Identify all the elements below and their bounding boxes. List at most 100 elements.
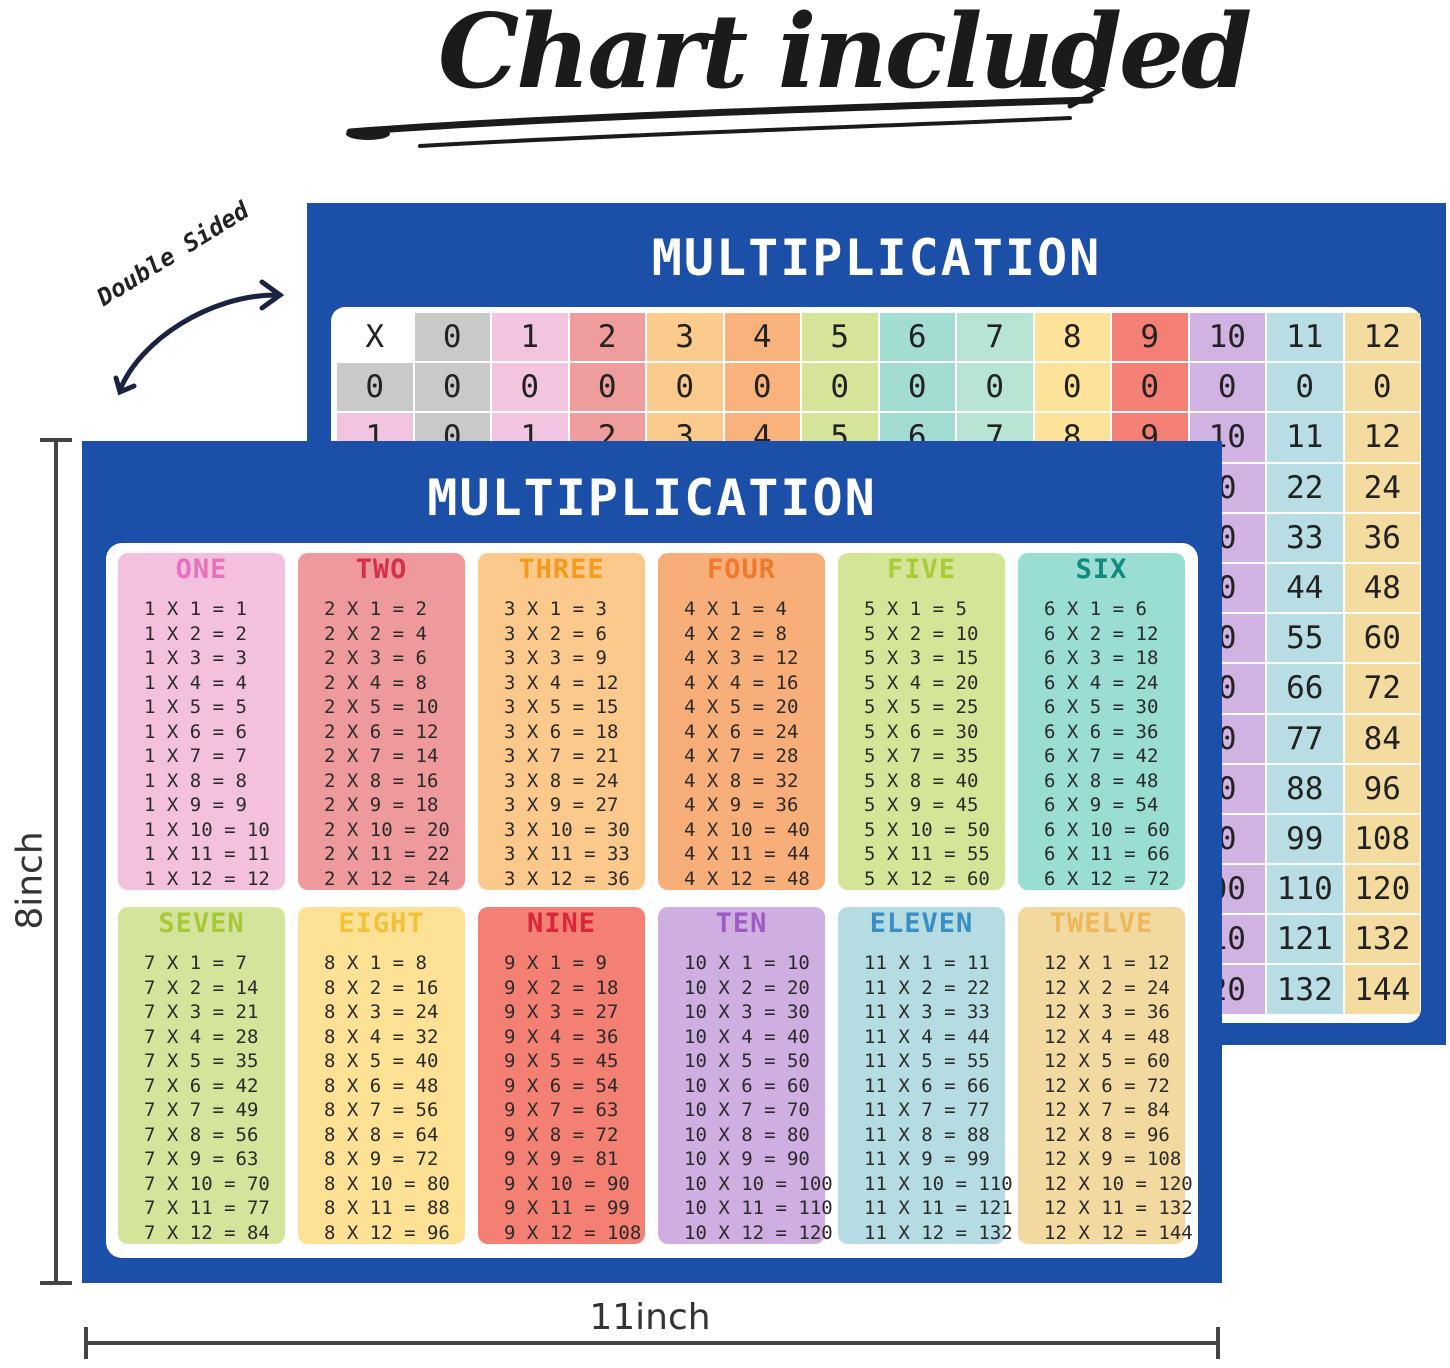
equation-line: 3 X 9 = 27 bbox=[504, 794, 619, 816]
width-dimension-cap-left bbox=[84, 1327, 88, 1359]
grid-header-cell: 4 bbox=[724, 313, 800, 362]
equation-line: 10 X 10 = 100 bbox=[684, 1172, 833, 1195]
height-dimension-cap-bottom bbox=[40, 1281, 72, 1285]
equation-line: 12 X 4 = 48 bbox=[1044, 1025, 1170, 1048]
equation-line: 11 X 4 = 44 bbox=[864, 1025, 990, 1048]
grid-cell: 0 bbox=[1189, 363, 1265, 412]
equation-line: 6 X 6 = 36 bbox=[1044, 720, 1159, 743]
equation-line: 3 X 12 = 36 bbox=[504, 867, 630, 890]
equation-line: 3 X 4 = 12 bbox=[504, 671, 619, 694]
equation-line: 7 X 4 = 28 bbox=[144, 1025, 259, 1048]
equation-line: 1 X 12 = 12 bbox=[144, 867, 270, 890]
grid-cell: 48 bbox=[1344, 563, 1420, 613]
equation-line: 4 X 5 = 20 bbox=[684, 696, 799, 718]
equation-line: 11 X 1 = 11 bbox=[864, 952, 990, 974]
grid-header-cell: 6 bbox=[879, 313, 955, 362]
equation-line: 1 X 2 = 2 bbox=[144, 622, 247, 645]
equation-line: 3 X 11 = 33 bbox=[504, 843, 630, 865]
equation-line: 3 X 7 = 21 bbox=[504, 745, 619, 767]
equation-line: 3 X 6 = 18 bbox=[504, 720, 619, 743]
card-title: ELEVEN bbox=[869, 907, 974, 939]
equation-line: 10 X 7 = 70 bbox=[684, 1099, 810, 1121]
equation-line: 9 X 2 = 18 bbox=[504, 976, 619, 999]
equation-line: 7 X 5 = 35 bbox=[144, 1050, 259, 1072]
equation-line: 1 X 7 = 7 bbox=[144, 745, 247, 767]
equation-line: 6 X 7 = 42 bbox=[1044, 745, 1159, 767]
equation-line: 10 X 2 = 20 bbox=[684, 976, 810, 999]
equation-line: 6 X 2 = 12 bbox=[1044, 622, 1159, 645]
equation-line: 12 X 10 = 120 bbox=[1044, 1172, 1193, 1195]
grid-cell: 66 bbox=[1267, 664, 1343, 713]
equation-line: 7 X 6 = 42 bbox=[144, 1074, 259, 1097]
curved-arrow-icon bbox=[113, 279, 285, 396]
equation-line: 8 X 7 = 56 bbox=[324, 1099, 439, 1121]
grid-cell: 0 bbox=[724, 363, 800, 412]
card-title: SIX bbox=[1075, 553, 1128, 585]
equation-line: 6 X 10 = 60 bbox=[1044, 818, 1170, 841]
equation-line: 11 X 5 = 55 bbox=[864, 1050, 990, 1072]
equation-line: 6 X 12 = 72 bbox=[1044, 867, 1170, 890]
grid-cell: 72 bbox=[1344, 664, 1420, 713]
grid-cell: 0 bbox=[1344, 363, 1420, 412]
equation-line: 6 X 1 = 6 bbox=[1044, 598, 1147, 620]
equation-line: 10 X 1 = 10 bbox=[684, 952, 810, 974]
equation-line: 2 X 11 = 22 bbox=[324, 843, 450, 865]
grid-cell: 60 bbox=[1344, 614, 1420, 663]
card-title: TWELVE bbox=[1049, 907, 1154, 939]
equation-line: 9 X 4 = 36 bbox=[504, 1025, 619, 1048]
equation-line: 9 X 11 = 99 bbox=[504, 1197, 630, 1219]
equation-line: 1 X 8 = 8 bbox=[144, 769, 247, 792]
card-title: SEVEN bbox=[158, 907, 245, 939]
grid-header-cell: 11 bbox=[1267, 313, 1343, 362]
equation-line: 5 X 11 = 55 bbox=[864, 843, 990, 865]
equation-line: 4 X 3 = 12 bbox=[684, 647, 799, 669]
grid-cell: 96 bbox=[1344, 764, 1420, 813]
equation-line: 12 X 3 = 36 bbox=[1044, 1001, 1170, 1023]
equation-line: 2 X 9 = 18 bbox=[324, 794, 439, 816]
equation-line: 5 X 10 = 50 bbox=[864, 818, 990, 841]
equation-line: 6 X 11 = 66 bbox=[1044, 843, 1170, 865]
equation-line: 5 X 8 = 40 bbox=[864, 769, 979, 792]
equation-line: 5 X 5 = 25 bbox=[864, 696, 979, 718]
equation-line: 7 X 12 = 84 bbox=[144, 1221, 270, 1244]
equation-line: 2 X 12 = 24 bbox=[324, 867, 450, 890]
grid-cell: 0 bbox=[1112, 363, 1188, 412]
equation-line: 12 X 6 = 72 bbox=[1044, 1074, 1170, 1097]
equation-line: 8 X 12 = 96 bbox=[324, 1221, 450, 1244]
equation-line: 4 X 10 = 40 bbox=[684, 818, 810, 841]
grid-cell: 132 bbox=[1344, 915, 1420, 964]
equation-line: 9 X 3 = 27 bbox=[504, 1001, 619, 1023]
equation-line: 1 X 3 = 3 bbox=[144, 647, 247, 669]
equation-line: 2 X 3 = 6 bbox=[324, 647, 427, 669]
equation-line: 11 X 11 = 121 bbox=[864, 1197, 1013, 1219]
headline-underline-swash bbox=[346, 67, 1106, 148]
grid-header-cell: X bbox=[337, 313, 413, 362]
equation-line: 8 X 6 = 48 bbox=[324, 1074, 439, 1097]
equation-line: 2 X 2 = 4 bbox=[324, 622, 427, 645]
grid-cell: 55 bbox=[1267, 614, 1343, 663]
equation-line: 2 X 5 = 10 bbox=[324, 696, 439, 718]
equation-line: 10 X 12 = 120 bbox=[684, 1221, 833, 1244]
grid-cell: 11 bbox=[1267, 413, 1343, 462]
equation-line: 6 X 9 = 54 bbox=[1044, 794, 1159, 816]
card-title: THREE bbox=[518, 553, 605, 585]
equation-line: 8 X 3 = 24 bbox=[324, 1001, 439, 1023]
headline: Chart included bbox=[330, 0, 1252, 160]
equation-line: 6 X 8 = 48 bbox=[1044, 769, 1159, 792]
equation-line: 7 X 3 = 21 bbox=[144, 1001, 259, 1023]
equation-line: 3 X 8 = 24 bbox=[504, 769, 619, 792]
equation-line: 1 X 1 = 1 bbox=[144, 598, 247, 620]
equation-line: 10 X 5 = 50 bbox=[684, 1050, 810, 1072]
equation-line: 8 X 5 = 40 bbox=[324, 1050, 439, 1072]
width-label: 11inch bbox=[589, 1297, 711, 1338]
grid-cell: 0 bbox=[1267, 363, 1343, 412]
